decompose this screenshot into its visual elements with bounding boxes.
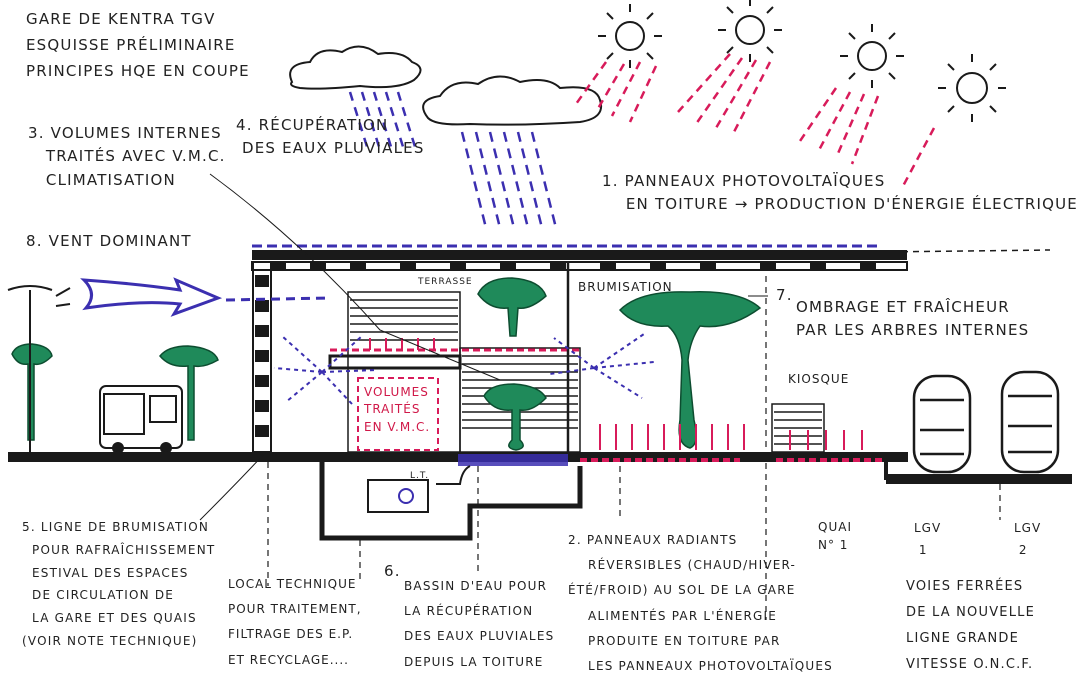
technical-room	[319, 462, 583, 541]
trains	[912, 370, 1060, 474]
left-wall	[252, 261, 272, 453]
ground	[8, 452, 1072, 484]
sun-icon	[598, 0, 1006, 122]
cloud-left	[289, 45, 422, 90]
note-5: 5. Ligne de brumisation pour rafraîchiss…	[22, 520, 216, 648]
note-3: 3. Volumes internes traités avec V.M.C. …	[28, 124, 226, 189]
note-7-text: ombrage et fraîcheur par les arbres inte…	[796, 298, 1030, 340]
lgv2-label: LGV 2	[1014, 521, 1042, 557]
note-2: 2. Panneaux radiants réversibles (chaud/…	[568, 533, 833, 673]
title-line-1: Gare de Kentra TGV	[26, 10, 216, 28]
kiosque	[771, 403, 825, 453]
local-technique-label: Local technique pour traitement, filtrag…	[228, 577, 362, 667]
voies-label: Voies ferrées de la nouvelle ligne grand…	[906, 579, 1036, 672]
brumisation-label: Brumisation	[578, 280, 673, 294]
lamp-post	[7, 285, 71, 452]
note-6-number: 6.	[384, 562, 401, 580]
quai-label: Quai N° 1	[818, 520, 852, 552]
rain-left	[348, 91, 418, 151]
vmc-box-label: Volumes traités en V.M.C.	[364, 385, 431, 434]
trees	[11, 277, 762, 451]
title-line-3: Principes HQE en coupe	[26, 62, 250, 80]
note-4: 4. Récupération des eaux pluviales	[236, 116, 425, 158]
reference-lines	[267, 276, 1001, 620]
roof	[251, 244, 1051, 271]
kiosque-label: Kiosque	[788, 372, 850, 386]
ventilation-arrows	[273, 333, 655, 405]
cloud-center	[422, 75, 602, 126]
sun-arrows	[574, 53, 936, 189]
lgv1-label: LGV 1	[914, 521, 942, 557]
note-8: 8. Vent dominant	[26, 232, 192, 250]
wind-arrow	[80, 277, 331, 317]
leader-lines	[199, 173, 768, 521]
truck	[99, 385, 183, 454]
terrasse-label: Terrasse	[418, 277, 473, 287]
radiant-arrows	[369, 338, 863, 450]
note-6-text: bassin d'eau pour la récupération des ea…	[404, 579, 555, 669]
note-7-number: 7.	[776, 286, 793, 304]
note-1: 1. Panneaux photovoltaïques en toiture →…	[602, 172, 1078, 214]
rain-center	[460, 131, 558, 229]
title-line-2: Esquisse préliminaire	[26, 36, 236, 54]
lt-label: L.T.	[410, 471, 430, 481]
